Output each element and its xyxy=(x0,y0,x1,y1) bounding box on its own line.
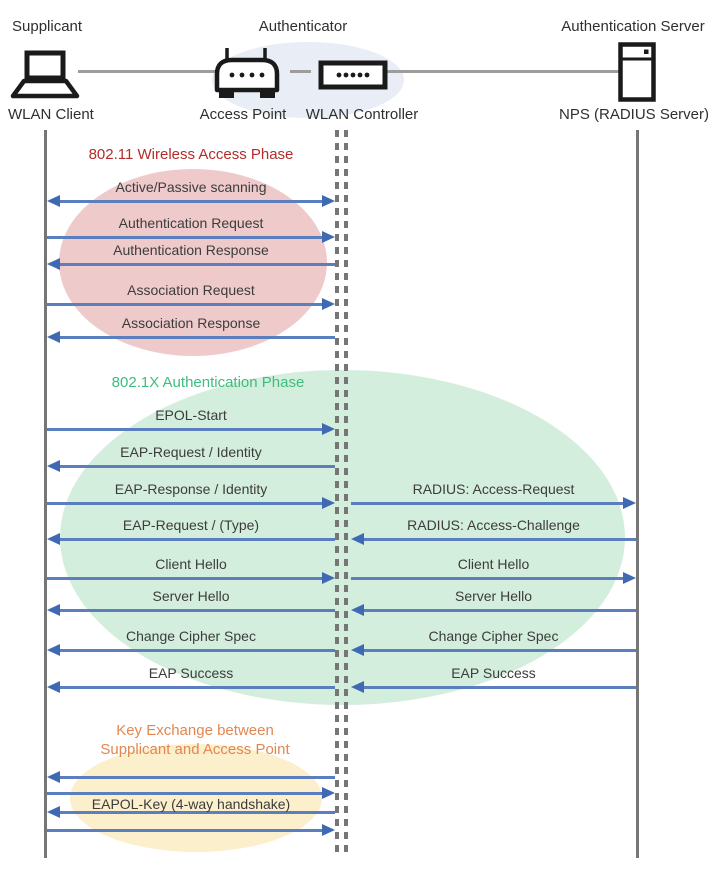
message-arrow xyxy=(351,643,636,657)
message-arrow xyxy=(47,230,335,244)
message-arrow xyxy=(47,805,335,819)
lifeline-radius-server xyxy=(636,130,639,858)
message-arrow xyxy=(351,571,636,585)
role-label-authenticator: Authenticator xyxy=(258,18,348,35)
message-arrow xyxy=(47,603,335,617)
message-arrow xyxy=(47,297,335,311)
message-label: EAP-Request / Identity xyxy=(120,444,262,460)
actor-label-access-point: Access Point xyxy=(199,106,287,123)
message-label: RADIUS: Access-Challenge xyxy=(407,517,580,533)
access-point-icon xyxy=(213,46,281,109)
message-arrow xyxy=(47,194,335,208)
message-label: EAP Success xyxy=(451,665,536,681)
phase-title-authentication: 802.1X Authentication Phase xyxy=(111,374,305,391)
message-label: Association Request xyxy=(127,282,255,298)
message-label: EAPOL-Key (4-way handshake) xyxy=(91,796,291,812)
message-arrow xyxy=(47,422,335,436)
wlan-controller-icon xyxy=(318,60,388,95)
message-arrow xyxy=(47,459,335,473)
lifeline-authenticator-dashed-1 xyxy=(335,130,339,852)
message-arrow xyxy=(351,680,636,694)
message-arrow xyxy=(47,643,335,657)
phase-title-key-exchange: Key Exchange between Supplicant and Acce… xyxy=(47,721,343,759)
message-arrow xyxy=(47,823,335,837)
phase-ellipse-key-exchange xyxy=(70,744,322,852)
message-label: EPOL-Start xyxy=(155,407,227,423)
message-label: RADIUS: Access-Request xyxy=(412,481,575,497)
phase-title-key-exchange-line2: Supplicant and Access Point xyxy=(100,741,290,758)
actor-label-wlan-controller: WLAN Controller xyxy=(305,106,419,123)
message-label: Association Response xyxy=(121,315,261,331)
message-arrow xyxy=(47,532,335,546)
connector-line xyxy=(78,70,215,73)
message-label: EAP-Request / (Type) xyxy=(122,517,260,533)
message-label: Change Cipher Spec xyxy=(126,628,256,644)
message-label: Server Hello xyxy=(454,588,533,604)
message-label: Client Hello xyxy=(155,556,227,572)
actor-label-wlan-client: WLAN Client xyxy=(8,106,94,123)
phase-title-key-exchange-line1: Key Exchange between xyxy=(116,722,274,739)
lifeline-authenticator-dashed-2 xyxy=(344,130,348,852)
message-arrow xyxy=(351,496,636,510)
message-arrow xyxy=(47,770,335,784)
message-arrow xyxy=(47,680,335,694)
lifeline-wlan-client xyxy=(44,130,47,858)
message-label: Server Hello xyxy=(152,588,230,604)
message-label: Change Cipher Spec xyxy=(428,628,559,644)
message-arrow xyxy=(47,786,335,800)
laptop-icon xyxy=(10,50,80,107)
connector-line xyxy=(290,70,311,73)
message-arrow xyxy=(47,496,335,510)
message-label: Authentication Response xyxy=(113,242,269,258)
message-label: Client Hello xyxy=(457,556,530,572)
actor-label-nps-radius-server: NPS (RADIUS Server) xyxy=(558,106,710,123)
message-arrow xyxy=(351,532,636,546)
message-arrow xyxy=(47,330,335,344)
message-label: EAP-Response / Identity xyxy=(114,481,268,497)
server-icon xyxy=(618,42,656,107)
message-label: Active/Passive scanning xyxy=(115,179,267,195)
connector-line xyxy=(387,70,619,73)
message-label: EAP Success xyxy=(148,665,234,681)
role-label-supplicant: Supplicant xyxy=(12,18,83,35)
phase-title-wireless-access: 802.11 Wireless Access Phase xyxy=(88,146,294,163)
message-arrow xyxy=(47,257,335,271)
message-arrow xyxy=(351,603,636,617)
message-arrow xyxy=(47,571,335,585)
role-label-authentication-server: Authentication Server xyxy=(561,18,705,35)
message-label: Authentication Request xyxy=(118,215,264,231)
